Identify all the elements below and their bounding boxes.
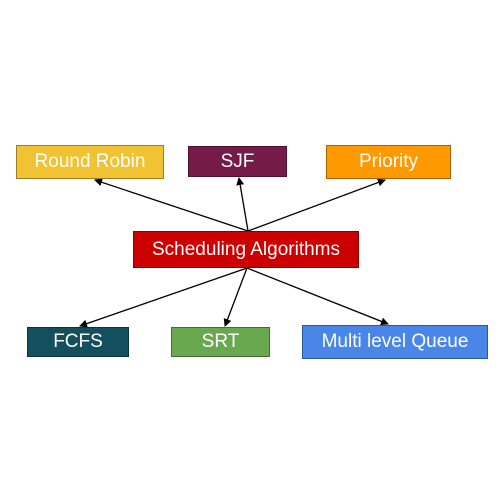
node-srt: SRT bbox=[171, 327, 270, 357]
arrow-to-round-robin bbox=[94, 178, 249, 232]
arrow-to-multi-level-queue bbox=[246, 267, 389, 326]
node-multi-level-queue: Multi level Queue bbox=[302, 325, 488, 359]
node-scheduling-algorithms: Scheduling Algorithms bbox=[133, 231, 359, 268]
node-fcfs: FCFS bbox=[27, 327, 129, 357]
arrow-to-sjf bbox=[236, 177, 249, 232]
node-priority: Priority bbox=[326, 145, 451, 179]
arrow-to-fcfs bbox=[79, 267, 248, 328]
node-round-robin: Round Robin bbox=[16, 145, 164, 179]
arrow-to-srt bbox=[223, 267, 248, 327]
arrow-to-priority bbox=[247, 178, 386, 232]
node-sjf: SJF bbox=[188, 146, 287, 177]
